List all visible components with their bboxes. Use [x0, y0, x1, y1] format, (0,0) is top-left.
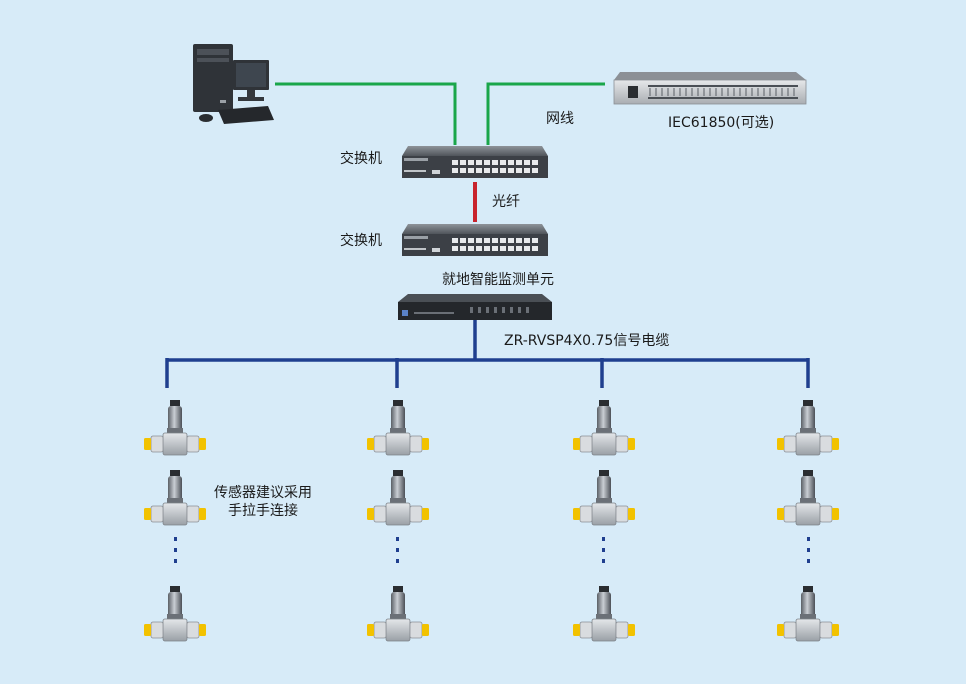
sensor-note: 传感器建议采用 手拉手连接	[193, 484, 333, 520]
computer-workstation-icon	[193, 44, 274, 124]
monitor-unit-icon	[398, 294, 552, 320]
sensor-column-3	[572, 399, 636, 642]
switch-bottom-label: 交换机	[340, 233, 382, 249]
network-cable-lines	[275, 82, 605, 145]
switch-top-label: 交换机	[340, 151, 382, 167]
signal-cable-lines	[165, 320, 810, 388]
top-switch-icon	[402, 146, 548, 178]
sensor-icon	[572, 585, 636, 642]
sensor-column-2	[366, 399, 430, 642]
sensor-icon	[143, 399, 207, 456]
iec-device-label: IEC61850(可选)	[668, 115, 775, 131]
signal-cable-label: ZR-RVSP4X0.75信号电缆	[504, 333, 670, 349]
ellipsis-dots	[602, 537, 605, 563]
sensor-icon	[776, 585, 840, 642]
network-cable-pc	[275, 82, 457, 145]
sensor-column-4	[776, 399, 840, 642]
sensor-note-line-2: 手拉手连接	[228, 503, 298, 519]
ellipsis-dots	[396, 537, 399, 563]
ellipsis-dots	[807, 537, 810, 563]
sensor-icon	[776, 399, 840, 456]
network-cable-label: 网线	[546, 111, 574, 127]
sensor-icon	[366, 469, 430, 526]
sensor-note-line-1: 传感器建议采用	[214, 485, 312, 501]
network-cable-iec	[486, 82, 605, 145]
sensor-icon	[776, 469, 840, 526]
iec61850-device-icon	[613, 72, 807, 105]
sensor-icon	[366, 399, 430, 456]
monitor-unit-label: 就地智能监测单元	[442, 272, 554, 288]
sensor-icon	[143, 585, 207, 642]
sensor-icon	[572, 399, 636, 456]
sensor-icon	[572, 469, 636, 526]
ellipsis-dots	[174, 537, 177, 563]
bottom-switch-icon	[402, 224, 548, 256]
sensor-column-1	[143, 399, 207, 642]
fiber-label: 光纤	[492, 194, 520, 210]
sensor-icon	[366, 585, 430, 642]
